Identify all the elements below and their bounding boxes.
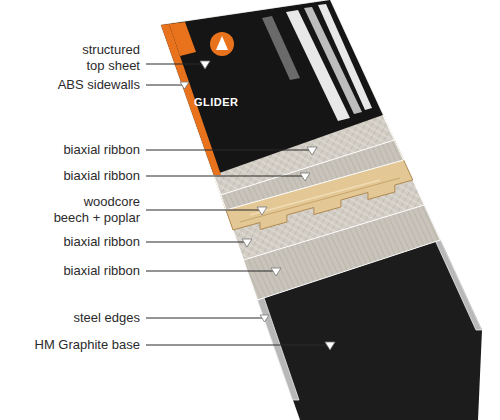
pointer-marks (180, 61, 335, 350)
part-label: structured top sheet (65, 42, 140, 74)
top-sheet-stripe (318, 4, 372, 110)
biaxial-layer (161, 0, 424, 260)
leader-line (146, 64, 205, 65)
pointer-triangle (257, 207, 267, 215)
part-label: biaxial ribbon (63, 263, 140, 279)
pointer-triangle (242, 239, 252, 247)
leader-line (146, 242, 247, 243)
leader-line (146, 85, 184, 86)
pointer-triangle (325, 342, 335, 350)
part-label: biaxial ribbon (63, 142, 140, 158)
pointer-triangle (307, 147, 317, 155)
pointer-triangle (200, 61, 210, 69)
leader-line (146, 271, 276, 272)
leader-lines (146, 64, 330, 345)
leader-line (146, 210, 262, 211)
logo (210, 32, 234, 56)
leader-line (146, 345, 330, 346)
part-label: biaxial ribbon (63, 234, 140, 250)
logo (216, 36, 228, 50)
leader-line (146, 318, 264, 319)
part-label: woodcore beech + poplar (50, 194, 140, 226)
leader-line (146, 176, 305, 177)
part-label: steel edges (74, 310, 141, 326)
top-sheet-stripe (262, 16, 300, 80)
pointer-triangle (180, 82, 189, 89)
biaxial-layer (161, 0, 404, 210)
top-sheet-band (169, 22, 196, 56)
leader-line (146, 150, 312, 151)
brand-text: GLIDER (194, 96, 239, 109)
part-label: biaxial ribbon (63, 168, 140, 184)
biaxial-layer (161, 0, 394, 195)
part-label: ABS sidewalls (58, 77, 140, 93)
pointer-triangle (300, 173, 310, 181)
wood-core (161, 0, 413, 230)
part-label: HM Graphite base (35, 337, 141, 353)
pointer-triangle (271, 268, 281, 276)
top-sheet (161, 0, 383, 175)
pointer-triangle (260, 315, 269, 322)
